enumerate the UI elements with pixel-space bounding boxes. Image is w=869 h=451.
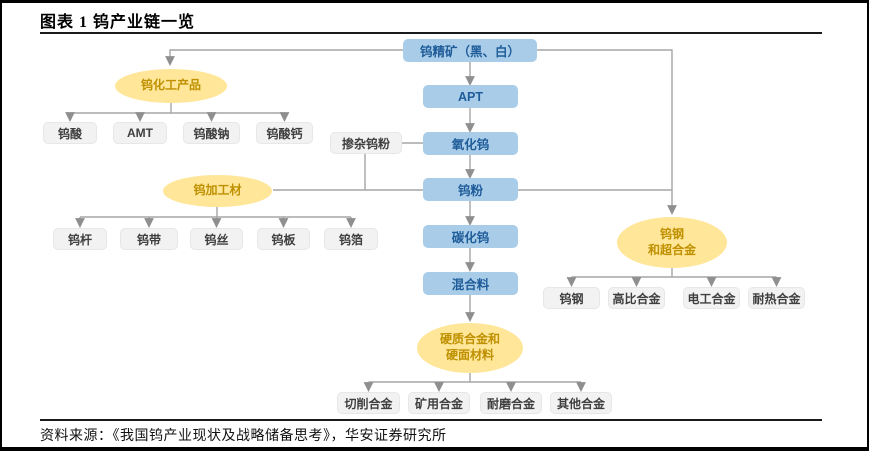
node-electrical-alloy: 电工合金 xyxy=(683,287,740,309)
ellipse-label-line1: 硬质合金和 xyxy=(439,332,500,347)
node-tungsten-concentrate: 钨精矿（黑、白） xyxy=(403,39,537,62)
ellipse-tungsten-processed-materials: 钨加工材 xyxy=(163,175,272,207)
node-tungsten-steel: 钨钢 xyxy=(543,287,600,309)
node-tungsten-foil: 钨箔 xyxy=(324,228,378,250)
node-other-alloy: 其他合金 xyxy=(550,392,612,414)
ellipse-label-line2: 和超合金 xyxy=(647,242,696,257)
node-tungsten-rod: 钨杆 xyxy=(53,228,107,250)
source-citation: 资料来源：《我国钨产业现状及战略储备思考》，华安证券研究所 xyxy=(40,429,447,444)
ellipse-tungsten-chemicals: 钨化工产品 xyxy=(115,69,227,103)
footer-divider xyxy=(40,419,822,421)
node-tungsten-wire: 钨丝 xyxy=(190,228,243,250)
node-wear-resistant-alloy: 耐磨合金 xyxy=(480,392,542,414)
ellipse-hard-alloy-materials: 硬质合金和 硬面材料 xyxy=(417,323,523,373)
node-sodium-tungstate: 钨酸钠 xyxy=(183,122,240,144)
node-apt: APT xyxy=(423,85,518,108)
node-tungsten-powder: 钨粉 xyxy=(423,178,518,201)
node-tungsten-oxide: 氧化钨 xyxy=(423,132,518,155)
title-divider xyxy=(40,32,822,34)
node-heat-resistant-alloy: 耐热合金 xyxy=(748,287,805,309)
ellipse-label-line2: 硬面材料 xyxy=(445,348,494,362)
node-tungsten-plate: 钨板 xyxy=(257,228,310,250)
node-tungsten-carbide: 碳化钨 xyxy=(423,225,518,248)
node-amt: AMT xyxy=(113,122,167,144)
node-mixture: 混合料 xyxy=(423,272,518,295)
ellipse-label-line1: 钨钢 xyxy=(659,226,684,241)
node-high-density-alloy: 高比合金 xyxy=(608,287,665,309)
node-tungsten-strip: 钨带 xyxy=(120,228,178,250)
node-mining-alloy: 矿用合金 xyxy=(408,392,470,414)
node-doped-tungsten-powder: 掺杂钨粉 xyxy=(330,132,402,154)
node-calcium-tungstate: 钨酸钙 xyxy=(256,122,313,144)
node-cutting-alloy: 切削合金 xyxy=(337,392,400,414)
page-title: 图表 1 钨产业链一览 xyxy=(40,14,196,31)
node-tungstic-acid: 钨酸 xyxy=(43,122,97,144)
ellipse-tungsten-steel-superalloy: 钨钢 和超合金 xyxy=(617,217,727,268)
